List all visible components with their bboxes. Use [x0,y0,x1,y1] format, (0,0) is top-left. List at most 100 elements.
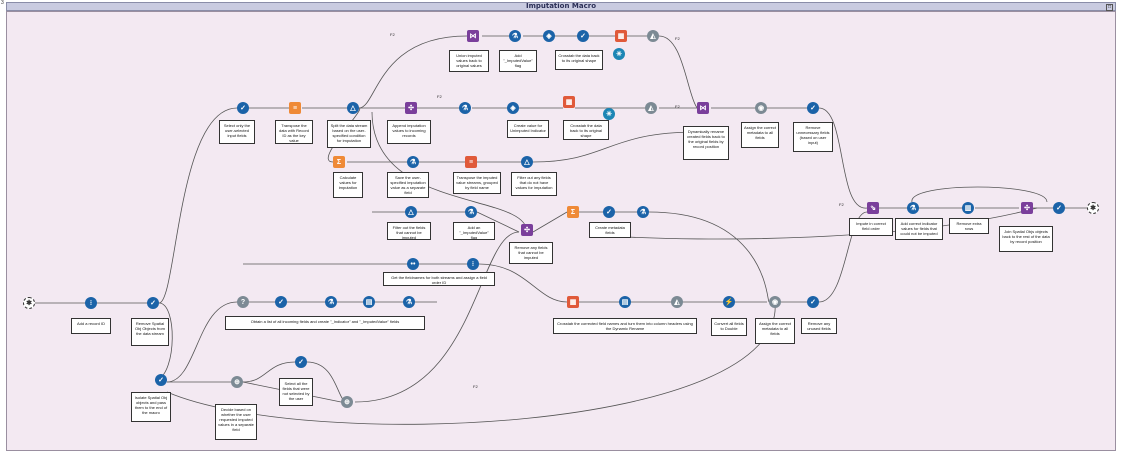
annotation-union-orig: Union imputed values back to original va… [449,50,489,72]
annotation-crosstab-top: Crosstab the data back to its original s… [555,50,603,70]
corner-label: 3 [1,0,4,6]
union-icon[interactable]: ⋈ [467,30,479,42]
field-info-icon[interactable]: ◉ [769,296,781,308]
annotation-convert-double: Convert all fields to Double [711,318,747,336]
formula-icon[interactable]: ⚗ [325,296,337,308]
crosstab-icon[interactable]: ▦ [615,30,627,42]
annotation-get-fieldnames: Get the fieldnames for both streams and … [383,272,495,286]
annotation-transpose: Transpose the data with Record ID as the… [275,120,313,144]
annotation-impute-correct: Impute in correct field order [849,218,893,236]
formula-icon[interactable]: ⚗ [407,156,419,168]
connection-tag: F2 [839,202,844,207]
select-icon[interactable]: ✓ [237,102,249,114]
output-icon[interactable]: ✱ [1087,202,1099,214]
multirow-icon[interactable]: ◈ [543,30,555,42]
annotation-transpose-imputed: Transpose the imputed value streams, gro… [453,172,501,194]
filter-icon[interactable]: ✓ [155,374,167,386]
annotation-append: Append imputation values to incoming rec… [387,120,431,144]
select-icon[interactable]: ✓ [807,102,819,114]
formula-icon[interactable]: ⚗ [459,102,471,114]
formula-icon[interactable]: ⚗ [403,296,415,308]
connection-tag: F2 [390,32,395,37]
connection-tag: F2 [675,104,680,109]
field-info-icon[interactable]: ◉ [755,102,767,114]
summarize-icon[interactable]: Σ [333,156,345,168]
formula-icon[interactable]: ⚗ [637,206,649,218]
annotation-select-fields: Select all the fields that were not sele… [279,378,313,406]
dynamic-rename-icon[interactable]: ◭ [645,102,657,114]
sample-icon[interactable]: ⇘ [867,202,879,214]
select-icon[interactable]: ✓ [603,206,615,218]
annotation-create-value: Create value for Unimputed Indicator [507,120,549,138]
select-icon[interactable]: ✓ [807,296,819,308]
formula-icon[interactable]: ⚗ [465,206,477,218]
transpose-icon[interactable]: ≡ [465,156,477,168]
annotation-remove-extra: Remove extra rows [949,218,989,234]
append-icon[interactable]: ✣ [405,102,417,114]
annotation-obtain-list: Obtain a list of all incoming fields and… [225,316,425,330]
recordid-icon[interactable]: ⁝ [467,258,479,270]
annotation-assign-meta: Assign the correct metadata to all field… [741,122,779,148]
recordid-icon[interactable]: ⁝ [85,297,97,309]
annotation-decide-based: Decide based on whether the user request… [215,404,257,440]
window-title: Imputation Macro [525,2,597,10]
select-icon[interactable]: ✓ [275,296,287,308]
union-icon[interactable]: ⋈ [697,102,709,114]
filter-icon[interactable]: △ [521,156,533,168]
annotation-remove-any: Remove any fields that cannot be imputed [509,242,553,264]
dynamic-rename-icon[interactable]: ◭ [671,296,683,308]
connection-tag: F2 [675,36,680,41]
annotation-remove-spatial: Remove Spatial Obj Objects from the data… [131,318,169,346]
formula-icon[interactable]: ⚗ [907,202,919,214]
annotation-add-correct-ind: Add correct indicator values for fields … [895,218,943,240]
join-icon[interactable]: ✳ [613,48,625,60]
annotation-filter-fields: Filter out the fields that cannot be imp… [387,222,431,240]
union-icon[interactable]: ⊕ [341,396,353,408]
filter-icon[interactable]: △ [405,206,417,218]
annotation-add-imputed: Add an "_ImputedValue" flag [453,222,495,240]
join-icon[interactable]: ✳ [603,108,615,120]
test-icon[interactable]: ⊕ [231,376,243,388]
autofield-icon[interactable]: ⚡ [723,296,735,308]
annotation-isolate-spatial: Isolate Spatial Obj objects and pass the… [131,392,171,422]
join-icon[interactable]: ✣ [521,224,533,236]
annotation-select-all: Select only the user-selected input fiel… [219,120,255,144]
annotation-add-record: Add a record ID [71,318,111,334]
select-icon[interactable]: ✓ [295,356,307,368]
connection-tag: F2 [473,384,478,389]
annotation-crosstab-create: Crosstab the corrected field names and t… [553,318,697,334]
filter-icon[interactable]: ✓ [577,30,589,42]
formula-icon[interactable]: ⚗ [509,30,521,42]
annotation-crosstab-mid: Crosstab the data back to its original s… [563,120,609,140]
maximize-button[interactable]: □ [1106,4,1113,11]
select-icon[interactable]: ✓ [1053,202,1065,214]
input-icon[interactable]: ✱ [23,297,35,309]
annotation-join-spatial: Join Spatial Objs objects back to the re… [999,226,1053,252]
annotation-save-value: Save the user-specified imputation value… [387,172,429,198]
sample-icon[interactable]: ▤ [619,296,631,308]
workflow-canvas[interactable]: ✱ ⁝ ✓ ✓ ✓ ≡ △ ✣ ⚗ ◈ ▦ ✳ ◭ ⋈ ◉ ✓ ⋈ ⚗ ◈ ✓ … [6,11,1116,451]
annotation-create-meta: Create metadata fields [589,222,631,238]
sample-icon[interactable]: ▥ [962,202,974,214]
dynamic-rename-icon[interactable]: ◭ [647,30,659,42]
annotation-remove-any2: Remove any unused fields [801,318,837,334]
filter-icon[interactable]: ✓ [147,297,159,309]
recordid-icon[interactable]: •• [407,258,419,270]
crosstab-icon[interactable]: ▦ [563,96,575,108]
annotation-split: Split the data stream based on the user-… [327,120,371,148]
transpose-icon[interactable]: ≡ [289,102,301,114]
annotation-add-flag-top: Add "_ImputedValue" flag [499,50,537,72]
connection-tag: F2 [437,94,442,99]
join-icon[interactable]: ✣ [1021,202,1033,214]
sample-icon[interactable]: ▤ [363,296,375,308]
annotation-filter-out: Filter out any fields that do not have v… [511,172,557,196]
annotation-remove-unnec: Remove unnecessary fields (based on user… [793,122,833,152]
annotation-dynamic-rename: Dynamically rename created fields back t… [683,126,729,160]
field-info-icon[interactable]: ? [237,296,249,308]
window-titlebar: Imputation Macro □ [6,2,1116,11]
annotation-assign-meta2: Assign the correct metadata to all field… [755,318,795,344]
filter-icon[interactable]: △ [347,102,359,114]
multirow-icon[interactable]: ◈ [507,102,519,114]
crosstab-icon[interactable]: ▦ [567,296,579,308]
summarize-icon[interactable]: Σ [567,206,579,218]
